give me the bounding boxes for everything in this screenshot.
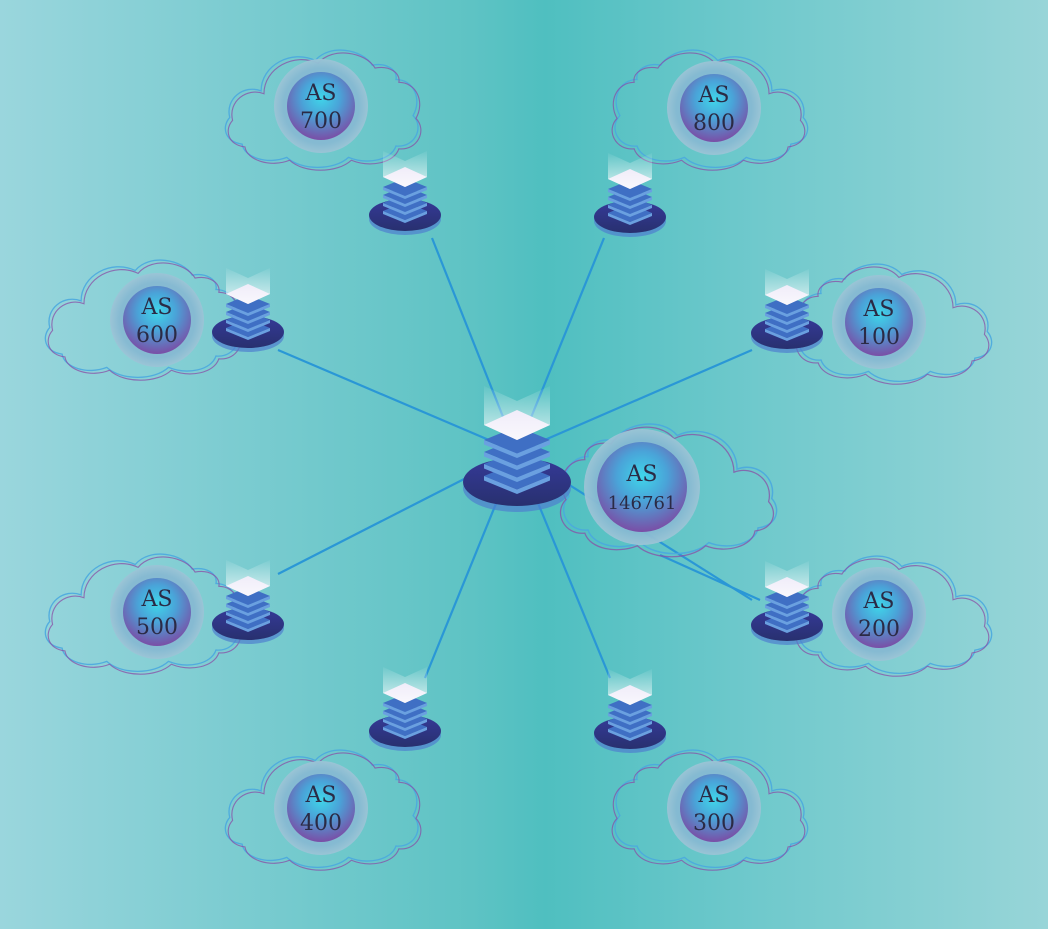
server-hub: [463, 386, 571, 512]
link-as-100: [516, 348, 753, 454]
badge-as-600: AS 600: [110, 273, 204, 367]
badge-as-400-prefix: AS: [305, 783, 337, 808]
badge-as-800: AS 800: [667, 61, 761, 155]
badge-as-400: AS 400: [274, 761, 368, 855]
badge-as-700: AS 700: [274, 59, 368, 153]
badge-as-100-prefix: AS: [863, 297, 895, 322]
server-as-700: [369, 151, 441, 235]
cloud-as-700: [224, 49, 422, 171]
badge-as-100-number: 100: [858, 325, 900, 350]
badges-layer: AS700AS800AS600AS100AS500AS200AS400AS300…: [110, 59, 926, 855]
badge-as-800-number: 800: [693, 111, 735, 136]
badge-as-center-number: 146761: [608, 493, 677, 514]
badge-as-800-prefix: AS: [698, 83, 730, 108]
badge-as-700-core: [287, 72, 355, 140]
link-as-600: [277, 348, 518, 454]
badge-as-200-prefix: AS: [863, 589, 895, 614]
server-as-300: [594, 669, 666, 753]
server-as-600: [212, 268, 284, 352]
badge-as-600-prefix: AS: [141, 295, 173, 320]
badge-as-center-core: [597, 442, 687, 532]
badge-as-500-prefix: AS: [141, 587, 173, 612]
badge-as-500-core: [123, 578, 191, 646]
servers-layer: [212, 151, 823, 753]
badge-as-600-core: [123, 286, 191, 354]
cloud-as-800: [611, 49, 809, 171]
server-as-400: [369, 667, 441, 751]
badge-as-200-number: 200: [858, 617, 900, 642]
badge-as-100: AS 100: [832, 275, 926, 369]
badge-as-600-number: 600: [136, 323, 178, 348]
badge-as-500: AS 500: [110, 565, 204, 659]
server-as-800: [594, 153, 666, 237]
badge-as-400-number: 400: [300, 811, 342, 836]
server-as-200: [751, 561, 823, 645]
badge-as-center-prefix: AS: [626, 462, 658, 487]
badge-as-center: AS 146761: [584, 429, 700, 545]
badge-as-500-number: 500: [136, 615, 178, 640]
badge-as-300: AS 300: [667, 761, 761, 855]
badge-as-300-core: [680, 774, 748, 842]
server-as-100: [751, 269, 823, 353]
badge-as-300-number: 300: [693, 811, 735, 836]
badge-as-700-number: 700: [300, 109, 342, 134]
cloud-as-400: [224, 749, 422, 871]
link-center-to-as-200: [659, 553, 761, 602]
server-as-500: [212, 560, 284, 644]
badge-as-200: AS 200: [832, 567, 926, 661]
badge-as-400-core: [287, 774, 355, 842]
cloud-as-300: [611, 749, 809, 871]
badge-as-100-core: [845, 288, 913, 356]
badge-as-300-prefix: AS: [698, 783, 730, 808]
cloud-as-center: [559, 423, 778, 558]
badge-as-200-core: [845, 580, 913, 648]
badge-as-800-core: [680, 74, 748, 142]
badge-as-700-prefix: AS: [305, 81, 337, 106]
